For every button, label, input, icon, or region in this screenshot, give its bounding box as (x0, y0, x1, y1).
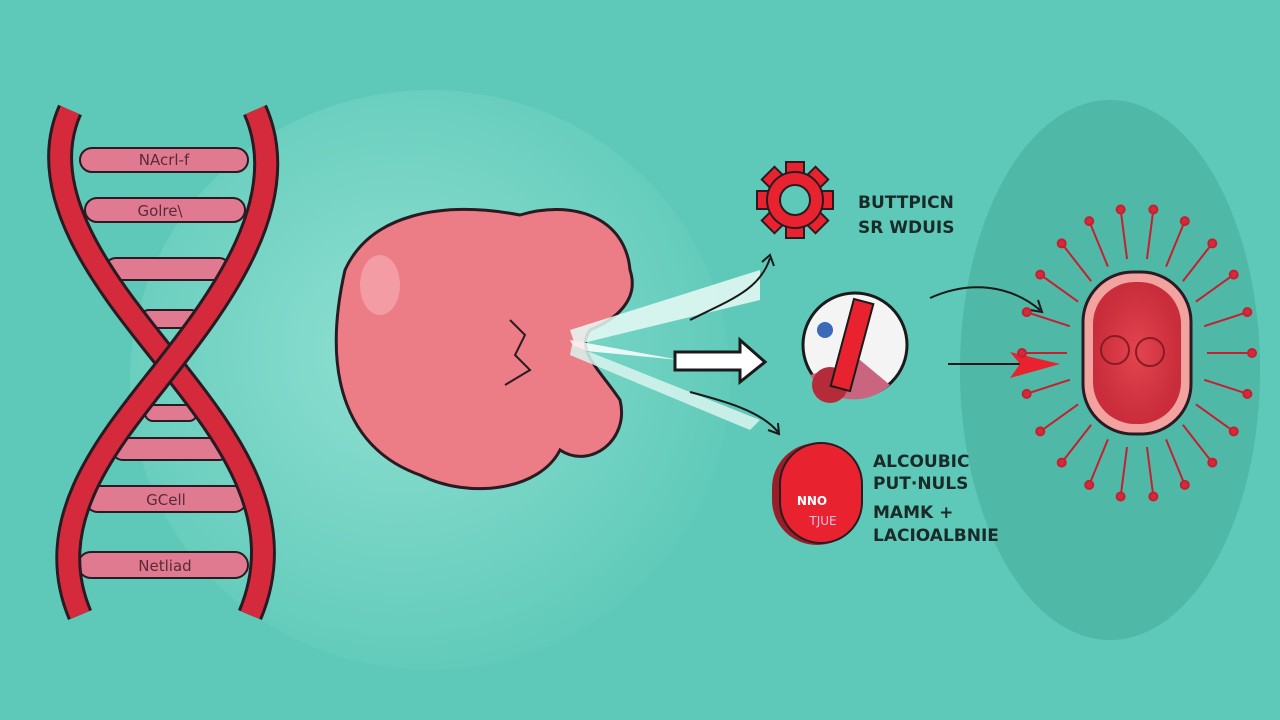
dna-label: Netliad (138, 557, 191, 575)
cell-ray (1182, 242, 1214, 282)
cell-ray (1182, 424, 1214, 464)
cell-ray-dot (1242, 307, 1253, 318)
cell-ray-dot (1148, 491, 1159, 502)
dna-label: GCell (146, 491, 186, 509)
cell-ray (1060, 242, 1092, 282)
cell-ray (1119, 209, 1129, 260)
capsule-inner-text: TJUE (808, 514, 836, 528)
dna-label: Golre\ (137, 202, 183, 220)
red-arrowhead (1010, 352, 1060, 378)
capsule-label: LACIOALBNIE (873, 526, 999, 546)
cell-ray-dot (1207, 457, 1218, 468)
capsule-icon: NNO TJUE (772, 442, 863, 545)
cell-ray-dot (1021, 388, 1032, 399)
cell-ray-dot (1035, 269, 1046, 280)
cell-ray (1145, 209, 1155, 260)
capsule-label: MAMK + (873, 503, 953, 523)
capsule-label: PUT·NULS (873, 474, 968, 494)
cell-ray (1039, 403, 1079, 433)
cell-circle-icon (801, 291, 909, 403)
cell-ray (1203, 378, 1248, 395)
capsule-inner-text: NNO (797, 494, 827, 508)
cell-ray-dot (1115, 491, 1126, 502)
cell-ray-dot (1115, 204, 1126, 215)
cell-ray (1088, 439, 1109, 486)
cell-ray-dot (1021, 307, 1032, 318)
dna-rungs (77, 147, 249, 579)
cell-ray-dot (1056, 238, 1067, 249)
big-arrow (673, 336, 768, 386)
red-cell (1017, 204, 1257, 502)
cell-ray-dot (1056, 457, 1067, 468)
cell-ray (1145, 446, 1155, 497)
organ (334, 208, 634, 491)
cell-ray-dot (1228, 269, 1239, 280)
cell-ray-dot (1228, 426, 1239, 437)
cell-ray-dot (1035, 426, 1046, 437)
cell-ray (1203, 311, 1248, 328)
cell-ray (1026, 311, 1071, 328)
cell-ray (1195, 273, 1235, 303)
dna-helix: NAcrl-f Golre\ GCell Netliad (47, 104, 280, 621)
cell-ray (1026, 378, 1071, 395)
gear-label: SR WDUIS (858, 218, 955, 238)
cell-ray-dot (1084, 479, 1095, 490)
capsule-label: ALCOUBIC (873, 452, 969, 472)
light-burst (570, 270, 760, 430)
cell-ray-dot (1179, 479, 1190, 490)
cell-ray (1165, 220, 1186, 267)
cell-ray-dot (1242, 388, 1253, 399)
arrows (689, 253, 1044, 436)
gear-icon (756, 161, 834, 239)
cell-ray-dot (1207, 238, 1218, 249)
cell-ray (1195, 403, 1235, 433)
cell-ray (1039, 273, 1079, 303)
cell-ray (1165, 439, 1186, 486)
cell-ray (1060, 424, 1092, 464)
cell-ray-dot (1084, 216, 1095, 227)
cell-ray-dot (1017, 348, 1027, 358)
cell-ray-dot (1148, 204, 1159, 215)
cell-ray (1119, 446, 1129, 497)
gear-label: BUTTPICN (858, 193, 954, 213)
cell-ray (1088, 220, 1109, 267)
cell-ray-dot (1179, 216, 1190, 227)
cell-ray-dot (1247, 348, 1257, 358)
dna-label: NAcrl-f (139, 151, 190, 169)
